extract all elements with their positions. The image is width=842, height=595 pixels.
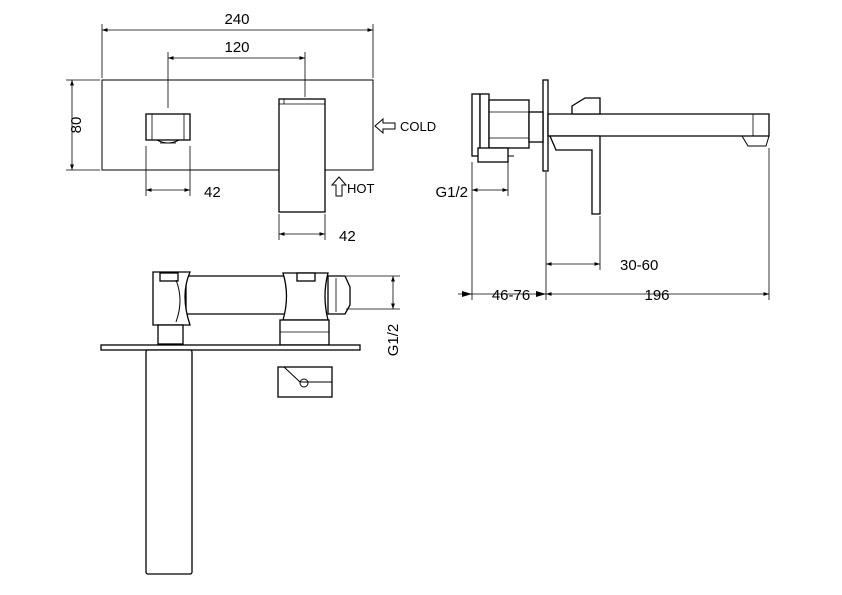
- front-spout: [278, 98, 326, 213]
- dim-plate-height: 80: [68, 117, 85, 134]
- side-view: G1/2 30-60 46-76 196: [435, 79, 770, 304]
- front-wall-plate: [101, 79, 374, 171]
- side-wall-plate: [542, 79, 549, 172]
- dim-wall-depth: 46-76: [492, 287, 530, 304]
- dim-thread-side: G1/2: [435, 184, 468, 201]
- side-spout: [547, 113, 770, 137]
- dim-spout-offset: 120: [224, 39, 249, 56]
- dim-spout-width: 42: [339, 228, 356, 245]
- hot-label: HOT: [347, 181, 375, 196]
- cold-arrow-icon: [374, 117, 396, 135]
- hot-arrow-icon: [330, 176, 348, 197]
- dim-inlet-width: 42: [204, 184, 221, 201]
- top-wall-plate: [100, 344, 361, 351]
- top-view: G1/2: [100, 271, 402, 575]
- dim-spout-reach: 196: [644, 287, 669, 304]
- front-inlet-body: [145, 113, 191, 141]
- dim-plate-adjust: 30-60: [620, 257, 658, 274]
- dim-thread-bottom: G1/2: [385, 324, 402, 357]
- top-spout: [145, 349, 193, 575]
- cold-label: COLD: [400, 119, 436, 134]
- dim-front-width: 240: [224, 11, 249, 28]
- front-view: 240 120 80 42 42 COLD HOT: [66, 11, 436, 245]
